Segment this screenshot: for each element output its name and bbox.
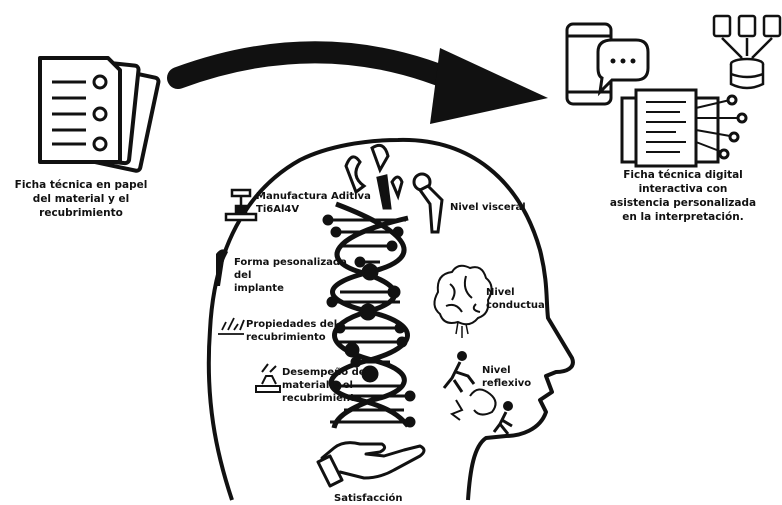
3d-printer-icon: [224, 188, 258, 222]
label-reflexivo: Nivel reflexivo: [482, 364, 531, 390]
label-line: Ti6Al4V: [256, 204, 300, 215]
label-line: reflexivo: [482, 378, 532, 389]
label-forma: Forma pesonalizada del implante: [234, 256, 347, 295]
head-silhouette: [206, 137, 575, 501]
reflex-person-icon: [492, 401, 513, 435]
label-line: Propiedades del: [246, 319, 338, 330]
label-line: Desempeño del: [282, 367, 370, 378]
transformation-arrow-icon: [167, 41, 548, 124]
label-desempeno: Desempeño del material y el recubrimient…: [282, 366, 369, 405]
implant-components-icon: [344, 143, 404, 210]
label-satisfaccion: Satisfacción: [334, 492, 402, 505]
left-caption-line: del material y el: [32, 193, 130, 205]
chat-bubble-icon: [596, 38, 650, 97]
database-files-icon: [712, 14, 782, 90]
reflex-runner-icon: [442, 351, 476, 393]
label-visceral: Nivel visceral: [450, 201, 526, 214]
right-caption-line: Ficha técnica digital: [623, 169, 743, 181]
implant-shape-icon: [216, 249, 228, 286]
label-line: material y el: [282, 380, 353, 391]
left-caption-line: recubrimiento: [39, 207, 123, 219]
label-line: Nivel: [486, 287, 515, 298]
paper-document-icon: [38, 56, 161, 173]
label-line: recubrimiento: [282, 393, 362, 404]
right-caption-line: interactiva con: [638, 183, 728, 195]
digital-document-icon: [620, 88, 748, 168]
label-line: conductual: [486, 300, 549, 311]
label-propiedades: Propiedades del recubrimiento: [246, 318, 337, 344]
label-line: implante: [234, 283, 284, 294]
label-conductual: Nivel conductual: [486, 286, 548, 312]
label-line: del: [234, 270, 252, 281]
label-line: Nivel visceral: [450, 202, 526, 213]
label-line: Manufactura Aditiva: [256, 191, 371, 202]
hip-implant-icon: [412, 172, 444, 234]
brain-icon: [433, 264, 493, 338]
left-caption: Ficha técnica en papel del material y el…: [6, 178, 156, 220]
label-line: Forma pesonalizada: [234, 257, 347, 268]
dna-helix-icon: [322, 201, 416, 429]
coating-properties-icon: [218, 317, 245, 335]
left-caption-line: Ficha técnica en papel: [14, 179, 148, 191]
label-line: recubrimiento: [246, 332, 326, 343]
label-line: Satisfacción: [334, 493, 403, 504]
right-caption-line: asistencia personalizada: [609, 197, 757, 209]
hand-icon: [316, 441, 426, 488]
right-caption: Ficha técnica digital interactiva con as…: [598, 168, 768, 224]
label-line: Nivel: [482, 365, 511, 376]
right-caption-line: en la interpretación.: [622, 211, 744, 223]
label-manufactura: Manufactura Aditiva Ti6Al4V: [256, 190, 371, 216]
reflex-bubbles-icon: [449, 388, 497, 421]
material-testing-icon: [255, 363, 281, 393]
